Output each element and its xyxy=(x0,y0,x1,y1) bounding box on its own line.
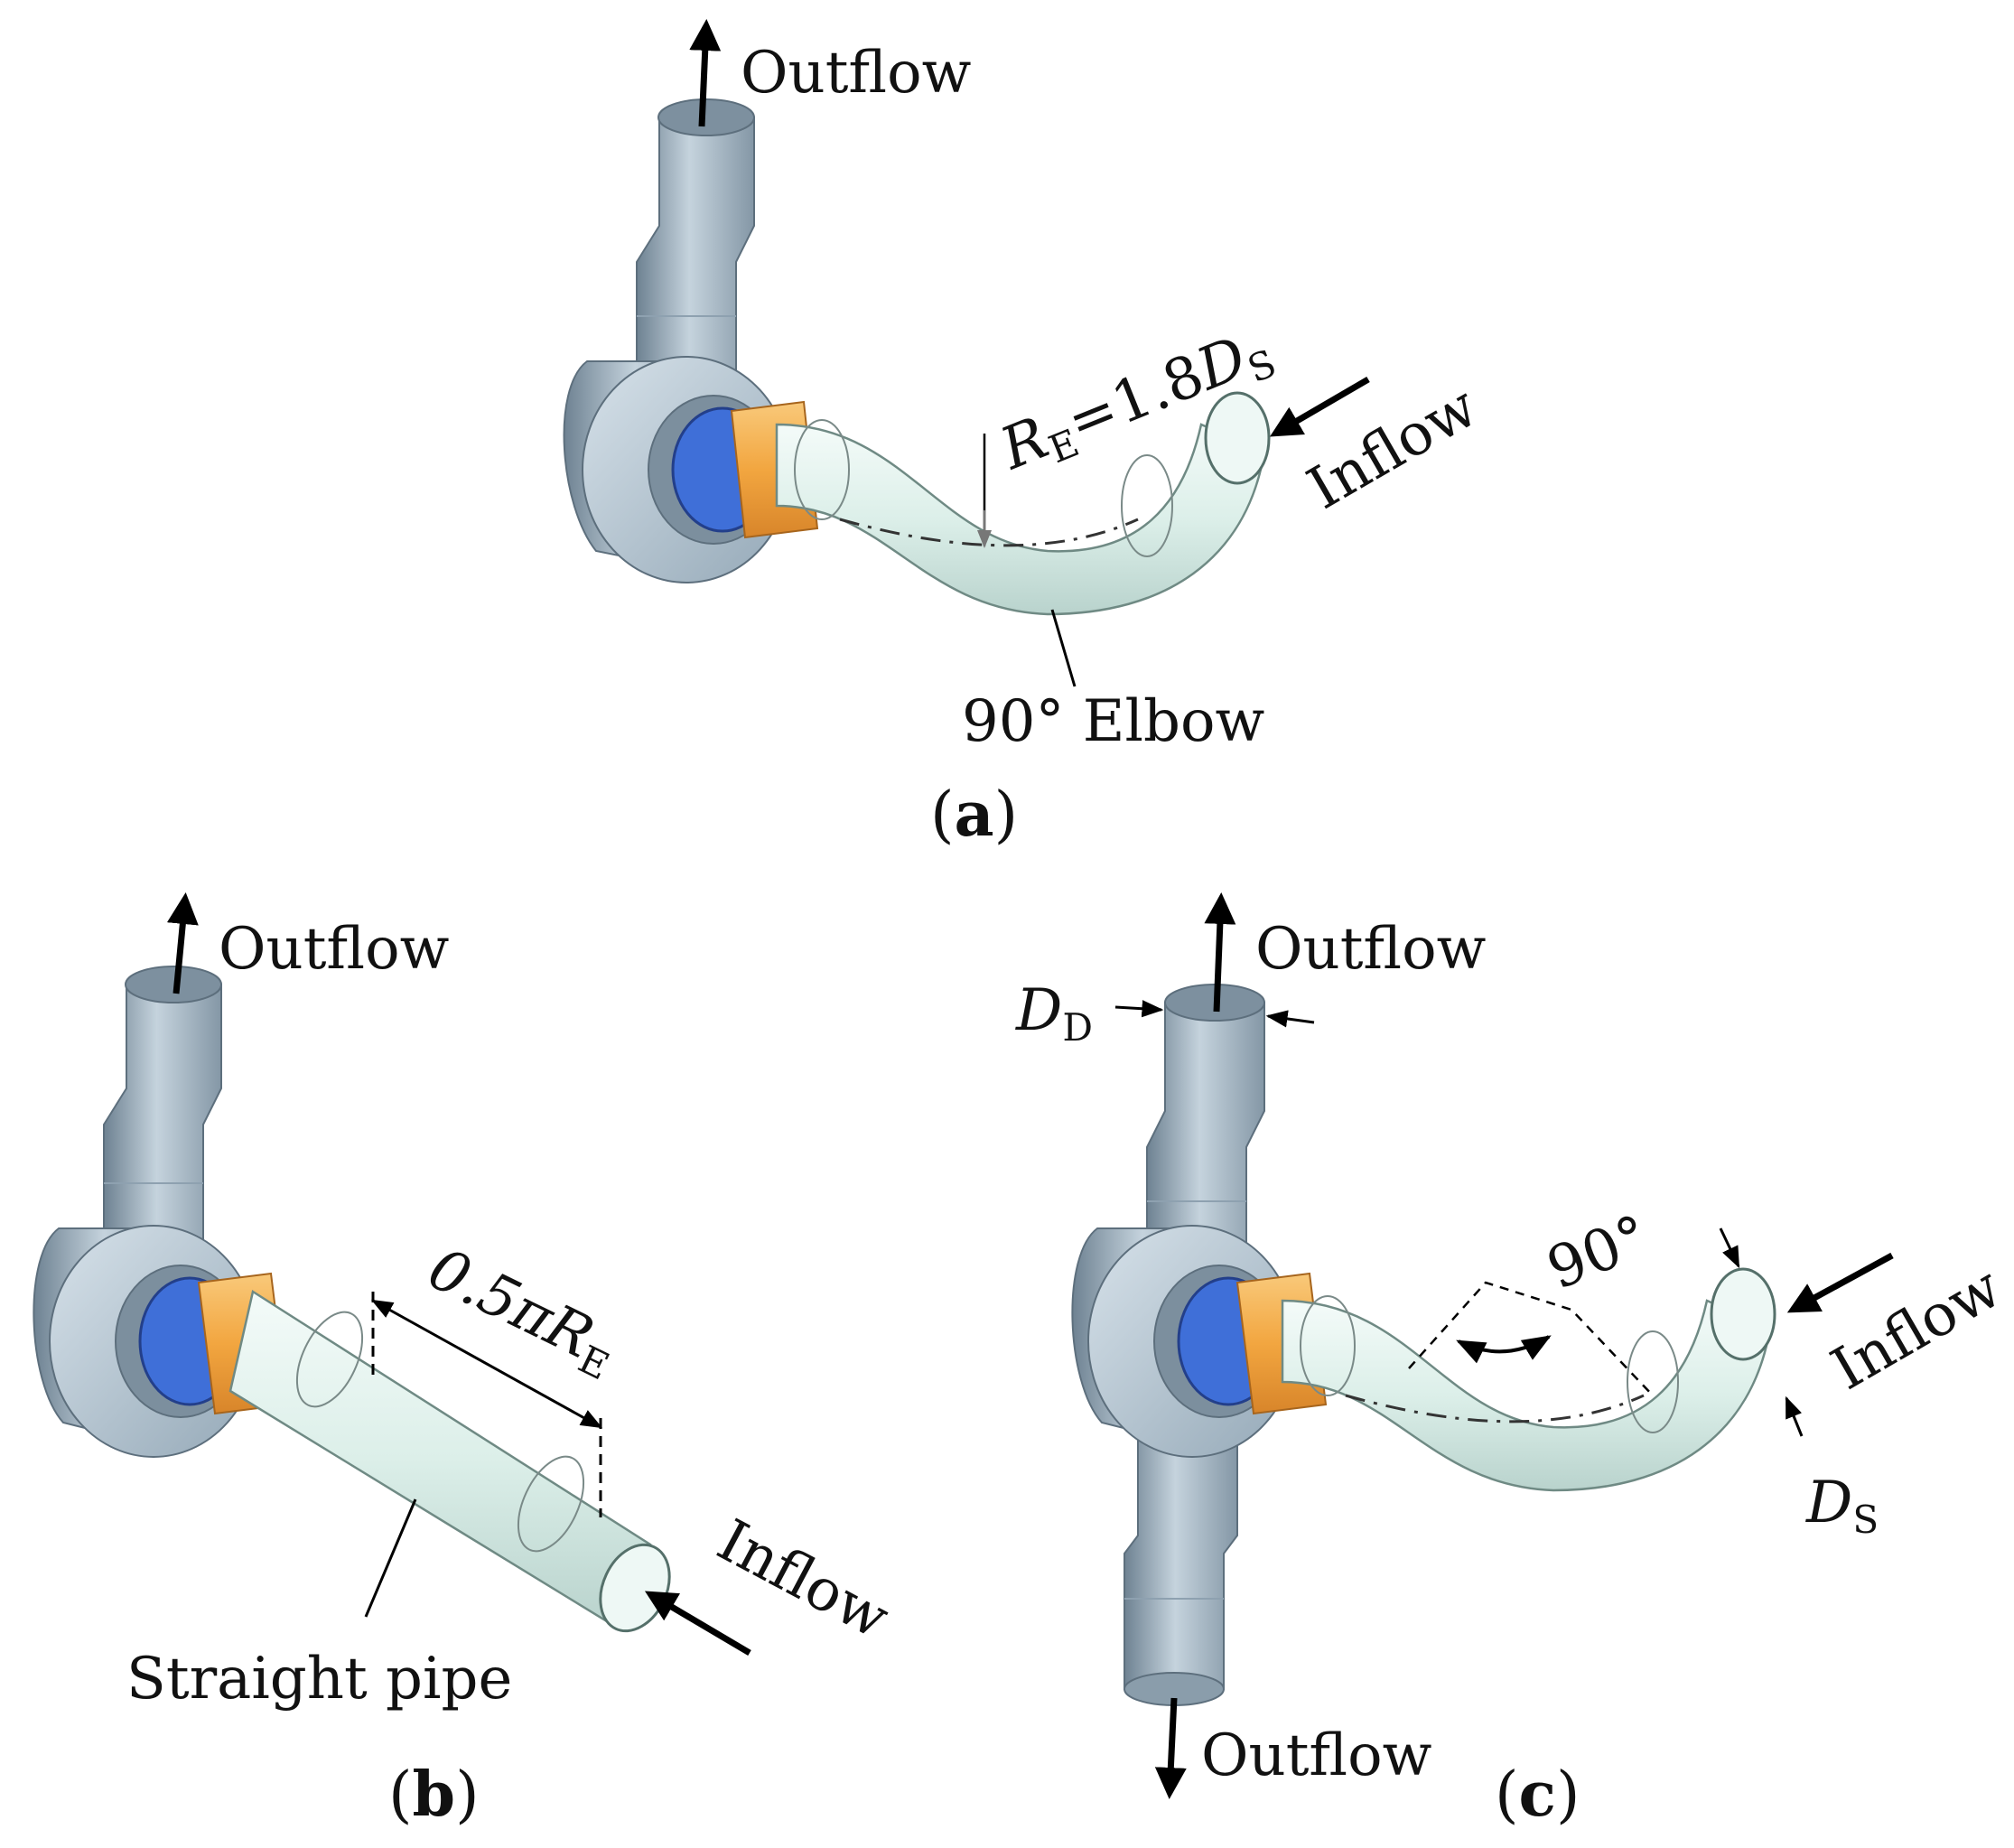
component-label: 90° Elbow xyxy=(962,688,1264,755)
outflow-label: Outflow xyxy=(219,916,449,983)
outflow-arrow xyxy=(689,19,722,127)
pump-discharge-pipe xyxy=(636,98,755,380)
dd-arrow-right xyxy=(1265,1010,1315,1028)
dd-arrow-left xyxy=(1114,1000,1164,1018)
caption-c: (c) xyxy=(1495,1759,1580,1831)
dd-label: DD xyxy=(1015,977,1093,1050)
outflow-arrow xyxy=(166,892,199,994)
caption-a: (a) xyxy=(930,779,1018,851)
length-label: 0.5πRE xyxy=(415,1236,628,1389)
inflow-arrow xyxy=(1786,1252,1894,1313)
caption-b: (b) xyxy=(388,1759,480,1831)
inflow-label: Inflow xyxy=(1297,374,1488,523)
outflow-label: Outflow xyxy=(741,40,971,107)
panel-a: Outflow Inflow RE=1.8DS 90° Elbow (a) xyxy=(563,19,1488,851)
ds-label: DS xyxy=(1805,1470,1879,1542)
inflow-arrow xyxy=(644,1591,751,1657)
component-label: Straight pipe xyxy=(126,1646,512,1713)
elbow-pipe xyxy=(1281,1267,1776,1492)
straight-pipe xyxy=(228,1289,671,1633)
straight-pipe-leader xyxy=(364,1498,417,1618)
length-dimension-line xyxy=(370,1299,603,1429)
angle-construction xyxy=(1408,1281,1654,1396)
ds-arrow-top xyxy=(1719,1227,1740,1269)
outflow-label-bottom: Outflow xyxy=(1201,1722,1431,1789)
panel-b: Outflow Inflow 0.5πRE Straight pipe (b) xyxy=(33,892,900,1831)
angle-label: 90° xyxy=(1538,1203,1658,1303)
elbow-leader xyxy=(1050,609,1077,687)
pump-discharge-pipe-bottom xyxy=(1124,1417,1238,1706)
inflow-arrow xyxy=(1269,376,1370,437)
elbow-pipe xyxy=(775,391,1271,616)
outflow-arrow-top xyxy=(1204,892,1236,1013)
panel-c: 90° Outflow Outflow Inflow DD DS (c) xyxy=(1015,892,2012,1831)
inflow-label: Inflow xyxy=(706,1507,900,1652)
outflow-label-top: Outflow xyxy=(1255,916,1486,983)
outflow-arrow-bottom xyxy=(1154,1697,1187,1799)
pump-discharge-pipe xyxy=(103,966,222,1247)
pump-discharge-pipe-top xyxy=(1146,984,1265,1247)
ds-arrow-bottom xyxy=(1785,1395,1804,1437)
